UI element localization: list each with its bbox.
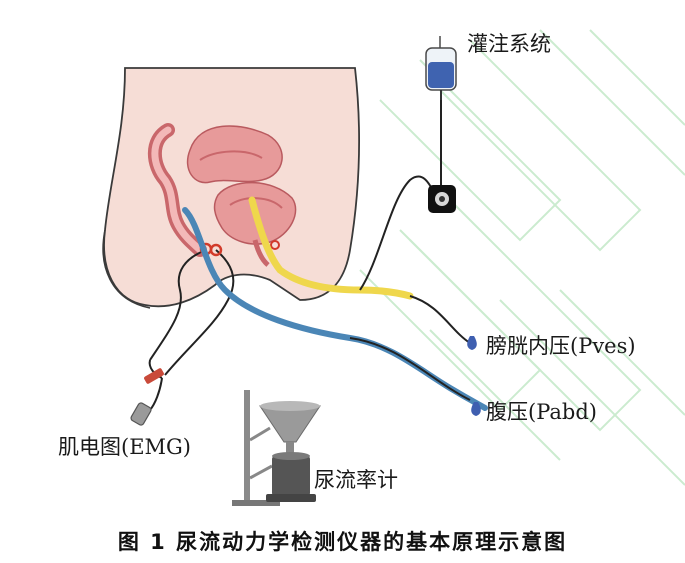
electrode-right <box>209 243 223 257</box>
emg-label: 肌电图(EMG) <box>58 435 191 459</box>
flowmeter-assembly <box>232 390 280 506</box>
background-watermark <box>359 29 685 486</box>
buttock-curve <box>102 229 151 309</box>
flowmeter-cylinder-icon <box>266 452 316 502</box>
pressure-transducer-icon <box>428 185 456 213</box>
irrigation-system-label: 灌注系统 <box>467 32 551 56</box>
pabd-connector-icon <box>471 402 481 416</box>
body-cross-section <box>102 67 361 309</box>
flowmeter-label: 尿流率计 <box>314 468 398 492</box>
emg-electrode-icon <box>130 402 152 426</box>
funnel-icon <box>259 401 321 454</box>
bladder-catheter <box>248 196 414 300</box>
figure-caption: 图 1 尿流动力学检测仪器的基本原理示意图 <box>117 530 568 554</box>
pves-connector-icon <box>467 336 477 350</box>
pves-label: 膀胱内压(Pves) <box>486 334 636 358</box>
irrigation-line <box>359 175 438 291</box>
iv-bag-icon <box>425 36 457 100</box>
uterus <box>186 125 283 184</box>
connector-icon <box>144 368 164 384</box>
pabd-label: 腹压(Pabd) <box>486 400 597 424</box>
